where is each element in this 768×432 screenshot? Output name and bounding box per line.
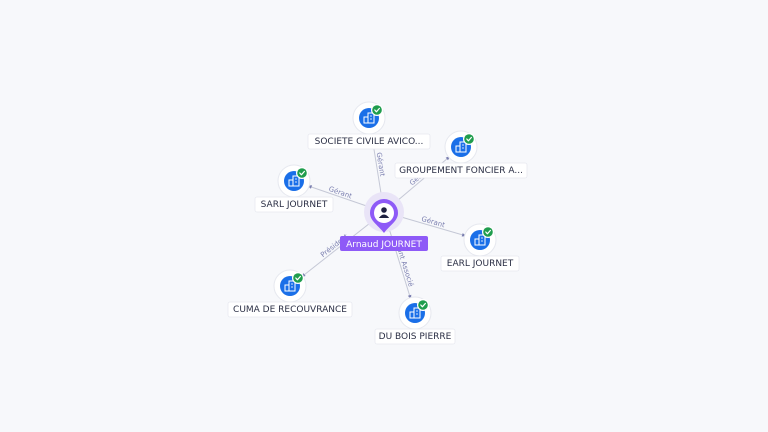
center-name-label: Arnaud JOURNET (346, 240, 422, 250)
edge-label: Gérant (420, 215, 446, 230)
company-building-icon (409, 307, 421, 319)
company-node-dubois[interactable]: DU BOIS PIERRE (374, 296, 456, 345)
edge-label: Gérant (375, 152, 387, 177)
company-building-icon (363, 112, 375, 124)
center-label-box (340, 236, 428, 251)
company-building-icon (284, 280, 296, 292)
node-label-box (227, 301, 353, 318)
verified-check-icon (417, 299, 429, 311)
nodes-layer: SOCIETE CIVILE AVICO... GROUPEMENT FONCIE… (227, 101, 528, 345)
verified-check-icon (482, 226, 494, 238)
company-building-icon (474, 234, 486, 246)
center-node[interactable]: Arnaud JOURNET (340, 192, 428, 251)
verified-check-icon (296, 167, 308, 179)
company-building-icon (455, 141, 467, 153)
node-name-label: GROUPEMENT FONCIER A... (399, 166, 523, 176)
node-name-label: EARL JOURNET (447, 259, 514, 269)
node-name-label: SOCIETE CIVILE AVICO... (315, 137, 424, 147)
node-name-label: DU BOIS PIERRE (379, 332, 452, 342)
verified-check-icon (371, 104, 383, 116)
company-node-earl[interactable]: EARL JOURNET (440, 223, 520, 272)
company-node-sarl[interactable]: SARL JOURNET (254, 164, 334, 213)
company-node-cuma[interactable]: CUMA DE RECOUVRANCE (227, 269, 353, 318)
node-name-label: CUMA DE RECOUVRANCE (233, 305, 347, 315)
node-name-label: SARL JOURNET (261, 200, 328, 210)
company-node-groupement[interactable]: GROUPEMENT FONCIER A... (394, 130, 528, 179)
center-node-inner (374, 203, 394, 223)
company-node-societe[interactable]: SOCIETE CIVILE AVICO... (307, 101, 431, 150)
verified-check-icon (292, 272, 304, 284)
node-label-box (440, 255, 520, 272)
verified-check-icon (463, 133, 475, 145)
node-label-box (307, 133, 431, 150)
person-icon (378, 207, 390, 218)
company-building-icon (288, 175, 300, 187)
node-label-box (254, 196, 334, 213)
node-label-box (374, 328, 456, 345)
node-label-box (394, 162, 528, 179)
